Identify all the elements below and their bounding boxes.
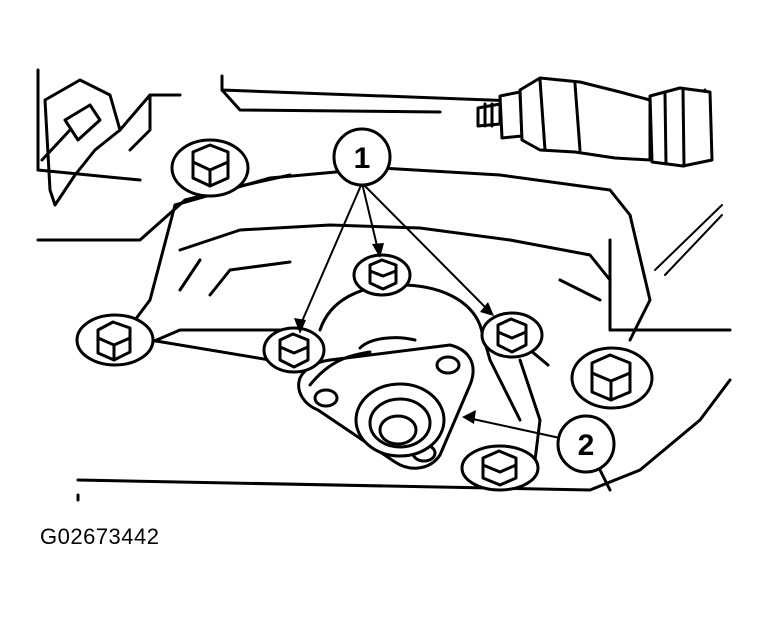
figure-id-label: G02673442 <box>40 524 160 549</box>
bolt-right <box>570 346 654 410</box>
callout-2: 2 <box>462 410 616 474</box>
callout-1-label: 1 <box>354 142 371 175</box>
bolt-callout-1-top <box>352 253 412 297</box>
callout-1: 1 <box>294 127 494 334</box>
bolt-callout-1-left <box>262 326 326 374</box>
bolt-left <box>75 313 155 367</box>
callout-2-label: 2 <box>578 429 595 462</box>
callout-1-circle <box>332 127 392 187</box>
bolt-bottom <box>460 444 540 492</box>
callout-2-circle <box>556 414 616 474</box>
bolt-callout-1-right <box>480 311 544 359</box>
triangular-bracket <box>297 336 475 470</box>
left-bracket <box>40 78 182 207</box>
sensor-connector <box>476 76 714 168</box>
bolt-top-left <box>170 138 250 198</box>
upper-band <box>118 166 652 342</box>
